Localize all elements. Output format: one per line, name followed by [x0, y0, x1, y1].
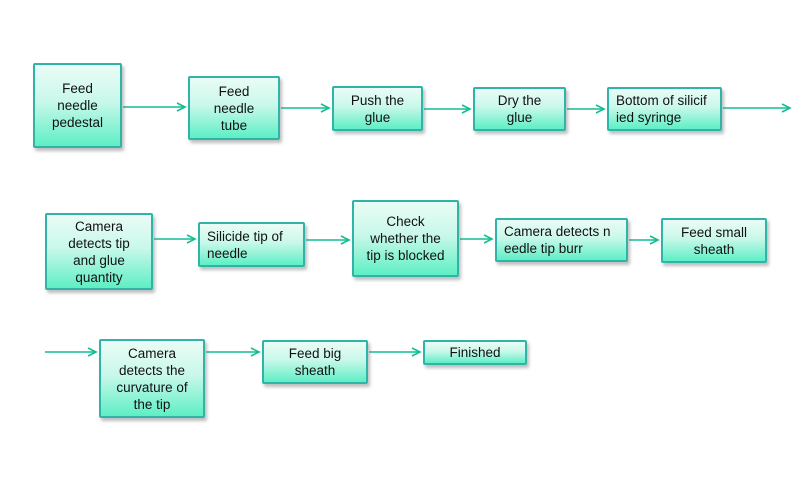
node-feed-big-sheath: Feed big sheath [262, 340, 368, 384]
node-bottom-of-silicified-syringe: Bottom of silicif ied syringe [607, 87, 722, 131]
node-camera-detects-needle-tip-burr: Camera detects n eedle tip burr [495, 218, 628, 262]
node-camera-detects-curvature-of-tip: Camera detects the curvature of the tip [99, 339, 205, 418]
node-feed-needle-pedestal: Feed needle pedestal [33, 63, 122, 148]
node-check-whether-tip-is-blocked: Check whether the tip is blocked [352, 200, 459, 277]
node-feed-needle-tube: Feed needle tube [188, 76, 280, 140]
node-push-the-glue: Push the glue [332, 86, 423, 131]
node-dry-the-glue: Dry the glue [473, 87, 566, 131]
node-feed-small-sheath: Feed small sheath [661, 218, 767, 263]
node-silicide-tip-of-needle: Silicide tip of needle [198, 222, 305, 267]
node-finished: Finished [423, 340, 527, 365]
node-camera-detects-tip-and-glue-quantity: Camera detects tip and glue quantity [45, 213, 153, 290]
